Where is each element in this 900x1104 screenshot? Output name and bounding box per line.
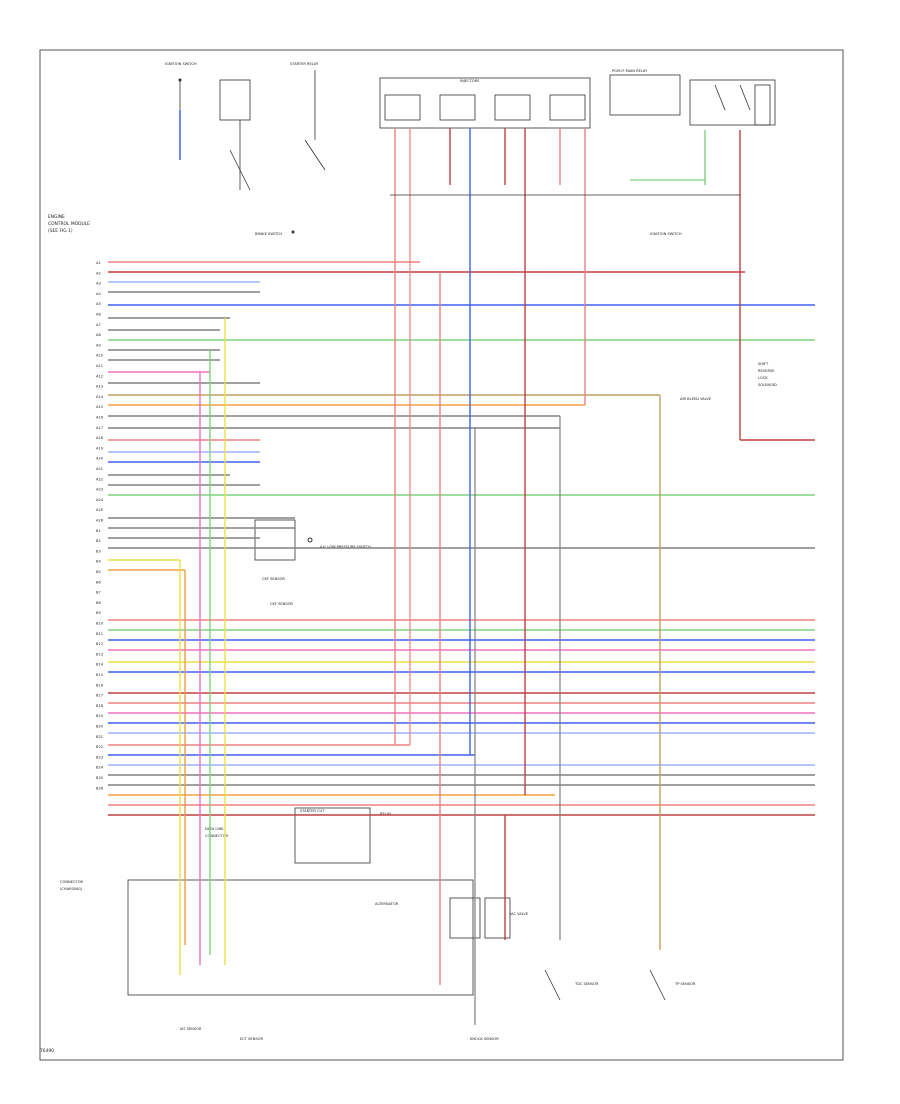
pin-label: A15 xyxy=(96,405,103,409)
pin-label: A11 xyxy=(96,364,103,368)
pin-label: B20 xyxy=(96,725,104,729)
svg-text:IAC VALVE: IAC VALVE xyxy=(510,912,529,916)
pin-label: B23 xyxy=(96,755,103,759)
svg-text:STARTER RELAY: STARTER RELAY xyxy=(290,62,319,66)
svg-text:INJECTORS: INJECTORS xyxy=(460,79,480,83)
wires xyxy=(108,128,815,1025)
svg-text:CKF SENSOR: CKF SENSOR xyxy=(262,577,285,581)
pin-label: A24 xyxy=(96,498,104,502)
pin-label: B4 xyxy=(96,560,101,564)
pin-labels: A1A2A3A4A5A6A7A8A9A10A11A12A13A14A15A16A… xyxy=(96,261,104,790)
footer-code: 76490 xyxy=(40,1048,54,1054)
top-left-switch-group: IGNITION SWITCH STARTER RELAY BRAKE SWIT… xyxy=(165,62,326,236)
mid-sensor-group: A/C LOW PRESSURE SWITCH CKF SENSOR CKF S… xyxy=(254,519,371,606)
pin-label: B11 xyxy=(96,632,103,636)
svg-text:PGM-FI MAIN RELAY: PGM-FI MAIN RELAY xyxy=(612,69,648,73)
pin-label: B19 xyxy=(96,714,104,718)
svg-text:LOCK: LOCK xyxy=(758,376,768,380)
svg-text:TP SENSOR: TP SENSOR xyxy=(674,982,696,986)
pin-label: B8 xyxy=(96,601,101,605)
svg-text:SOLENOID: SOLENOID xyxy=(758,383,777,387)
pin-label: A9 xyxy=(96,343,101,347)
pin-label: A5 xyxy=(96,302,101,306)
svg-text:SHIFT: SHIFT xyxy=(758,362,769,366)
pin-label: A19 xyxy=(96,446,104,450)
pin-label: A17 xyxy=(96,426,103,430)
pin-label: B1 xyxy=(96,529,101,533)
pin-label: A21 xyxy=(96,467,103,471)
svg-text:ECT SENSOR: ECT SENSOR xyxy=(240,1037,263,1041)
pin-label: B14 xyxy=(96,663,104,667)
ecm-label-line-1: ENGINE xyxy=(48,214,65,220)
pin-label: A26 xyxy=(96,519,104,523)
pin-label: B16 xyxy=(96,683,104,687)
pin-label: B25 xyxy=(96,776,103,780)
pin-label: B18 xyxy=(96,704,104,708)
pin-label: B15 xyxy=(96,673,103,677)
injector-group: INJECTORS xyxy=(379,77,591,129)
pin-label: A3 xyxy=(96,282,101,286)
pin-label: B13 xyxy=(96,652,103,656)
lower-components: STARTER CUT RELAY DATA LINK CONNECTOR AL… xyxy=(127,807,696,1041)
pin-label: B26 xyxy=(96,786,104,790)
svg-text:IGNITION SWITCH: IGNITION SWITCH xyxy=(650,232,682,236)
pin-label: B12 xyxy=(96,642,103,646)
ecm-label-line-3: (SEE FIG 1) xyxy=(48,228,73,234)
connector-label-1: CONNECTOR xyxy=(60,880,84,884)
ecm-label-line-2: CONTROL MODULE xyxy=(48,221,90,227)
pin-label: A8 xyxy=(96,333,101,337)
pin-label: A1 xyxy=(96,261,101,265)
svg-text:CKF SENSOR: CKF SENSOR xyxy=(270,602,293,606)
svg-text:IGNITION SWITCH: IGNITION SWITCH xyxy=(165,62,197,66)
pin-label: A10 xyxy=(96,354,104,358)
svg-text:AIR BLEED VALVE: AIR BLEED VALVE xyxy=(680,397,712,401)
pin-label: A18 xyxy=(96,436,104,440)
svg-text:DATA LINK: DATA LINK xyxy=(205,827,224,831)
pin-label: A22 xyxy=(96,477,103,481)
svg-text:BRAKE SWITCH: BRAKE SWITCH xyxy=(255,232,282,236)
pin-label: A25 xyxy=(96,508,103,512)
svg-text:RELAY: RELAY xyxy=(380,812,392,816)
diagram-frame xyxy=(39,49,844,1061)
pin-label: A12 xyxy=(96,374,103,378)
pin-label: B9 xyxy=(96,611,101,615)
pin-label: A2 xyxy=(96,271,101,275)
svg-text:IAT SENSOR: IAT SENSOR xyxy=(180,1027,202,1031)
svg-text:KNOCK SENSOR: KNOCK SENSOR xyxy=(470,1037,499,1041)
pin-label: A23 xyxy=(96,488,103,492)
svg-text:REVERSE: REVERSE xyxy=(758,369,775,373)
pin-label: A13 xyxy=(96,385,103,389)
pin-label: B3 xyxy=(96,549,101,553)
svg-text:STARTER CUT: STARTER CUT xyxy=(300,809,325,813)
pin-label: B24 xyxy=(96,766,104,770)
pin-label: B22 xyxy=(96,745,103,749)
svg-text:CONNECTOR: CONNECTOR xyxy=(205,834,229,838)
pin-label: B17 xyxy=(96,694,103,698)
connector-label-2: (CHARGING) xyxy=(60,887,83,891)
pin-label: A16 xyxy=(96,416,104,420)
pin-label: A14 xyxy=(96,395,104,399)
svg-text:ALTERNATOR: ALTERNATOR xyxy=(375,902,399,906)
svg-text:A/C LOW PRESSURE SWITCH: A/C LOW PRESSURE SWITCH xyxy=(320,545,371,549)
right-labels: IGNITION SWITCH AIR BLEED VALVE SHIFT RE… xyxy=(650,232,777,401)
ecm-label: ENGINE CONTROL MODULE (SEE FIG 1) xyxy=(48,214,90,234)
pin-label: B21 xyxy=(96,735,103,739)
pin-label: A7 xyxy=(96,323,101,327)
svg-text:TDC SENSOR: TDC SENSOR xyxy=(574,982,599,986)
pin-label: B7 xyxy=(96,591,101,595)
pin-label: B2 xyxy=(96,539,101,543)
pin-label: B10 xyxy=(96,622,104,626)
main-relay-group: PGM-FI MAIN RELAY xyxy=(609,69,776,126)
pin-label: A4 xyxy=(96,292,101,296)
pin-label: B5 xyxy=(96,570,101,574)
pin-label: A6 xyxy=(96,313,101,317)
pin-label: B6 xyxy=(96,580,101,584)
pin-label: A20 xyxy=(96,457,104,461)
